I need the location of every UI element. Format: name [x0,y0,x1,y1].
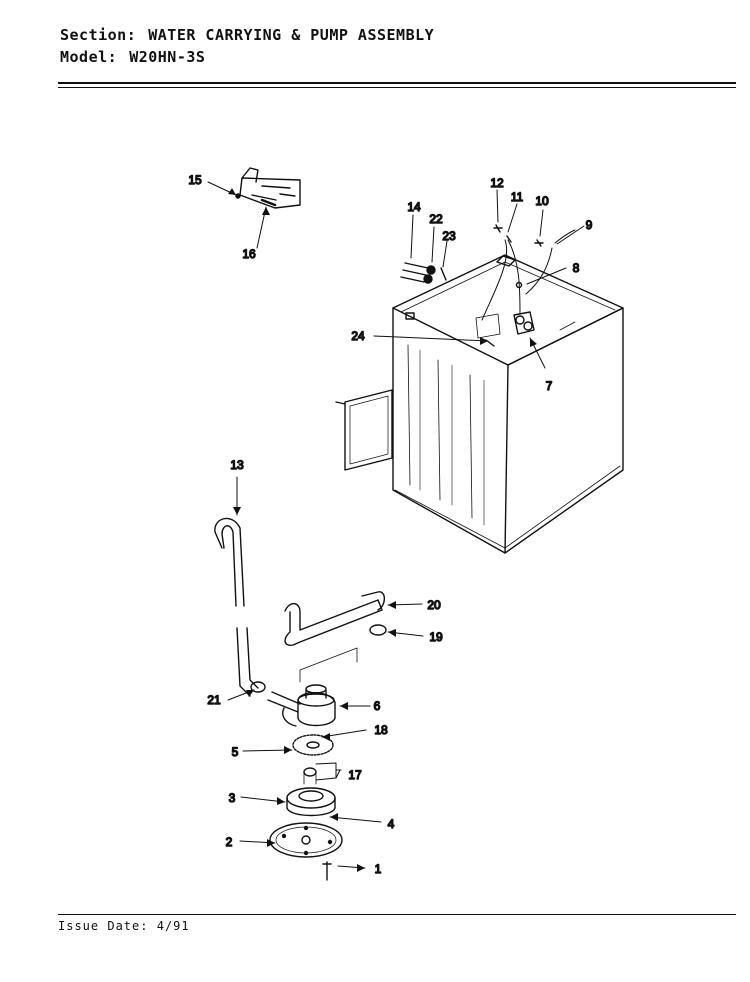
callout-9: 9 [586,218,593,232]
header-divider-thin [58,87,736,88]
water-valve-7 [475,229,576,347]
plate-2 [269,822,343,858]
header-divider [58,82,736,84]
callout-16: 16 [242,247,256,261]
screw-1 [322,861,332,881]
pulley-5 [292,734,334,785]
issue-date: Issue Date: 4/91 [58,919,190,933]
callout-4: 4 [388,817,395,831]
callout-18: 18 [374,723,388,737]
callout-7: 7 [546,379,553,393]
section-title: WATER CARRYING & PUMP ASSEMBLY [148,26,435,44]
callout-23: 23 [442,229,456,243]
arrowheads [228,188,537,872]
callout-11: 11 [511,190,524,204]
washer-cabinet [335,254,624,554]
model-header: Model: W20HN-3S [60,48,205,66]
clamps [250,624,387,693]
callout-13: 13 [230,458,244,472]
pump-6 [267,684,336,727]
callout-22: 22 [429,212,443,226]
footer-divider [58,914,736,915]
callout-15: 15 [188,173,202,187]
bracket-16 [235,167,301,209]
model-number: W20HN-3S [129,48,206,66]
callout-10: 10 [535,194,549,208]
model-label: Model: [60,48,118,66]
callout-17: 17 [348,768,362,782]
callout-6: 6 [374,699,381,713]
callout-5: 5 [232,745,239,759]
callout-3: 3 [229,791,236,805]
leader-lines [207,181,585,869]
section-header: Section: WATER CARRYING & PUMP ASSEMBLY [60,26,434,44]
hose-13 [214,517,259,697]
callout-20: 20 [427,598,441,612]
screws-10-11-12 [493,224,544,247]
issue-date-value: 4/91 [156,919,190,933]
section-label: Section: [60,26,137,44]
callout-14: 14 [407,200,421,214]
callout-21: 21 [207,693,221,707]
callout-2: 2 [226,835,233,849]
callout-labels: 1 2 3 4 5 6 7 8 9 10 11 12 13 14 15 16 1… [188,172,594,876]
callout-8: 8 [573,261,580,275]
housing-3 [286,787,336,817]
hose-20 [284,591,386,683]
callout-19: 19 [429,630,443,644]
issue-date-label: Issue Date: [58,919,149,933]
callout-1: 1 [375,862,382,876]
bolts-14-22-23 [400,262,447,284]
callout-24: 24 [351,329,365,343]
callout-12: 12 [490,176,504,190]
